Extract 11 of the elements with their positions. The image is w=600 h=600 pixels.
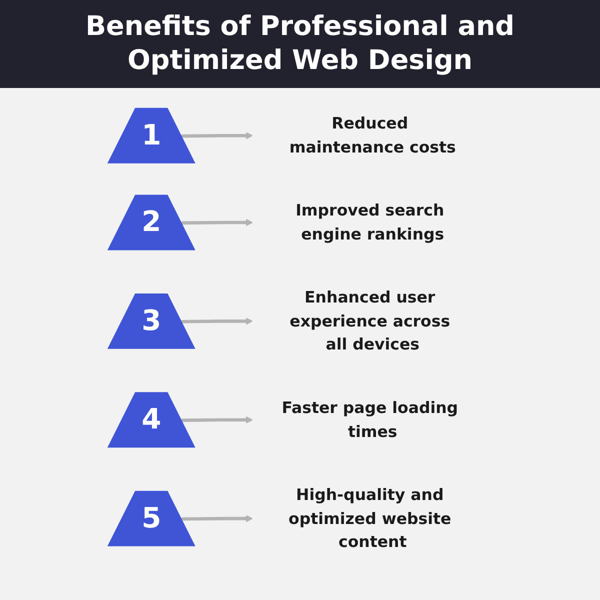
node-text: Improved search engine rankings: [295, 200, 444, 243]
arrow: [181, 131, 253, 139]
diagram-title: Benefits of Professional and Optimized Web Design: [0, 0, 600, 88]
node-text: High-quality and optimized website content: [288, 485, 451, 551]
arrow: [181, 416, 253, 424]
node-text: Enhanced user experience across all devices: [289, 288, 450, 354]
arrow: [181, 218, 253, 226]
arrow: [181, 514, 253, 522]
node-text: Reduced maintenance costs: [288, 114, 456, 156]
arrow: [181, 317, 253, 324]
node-text: Faster page loading times: [281, 398, 458, 440]
